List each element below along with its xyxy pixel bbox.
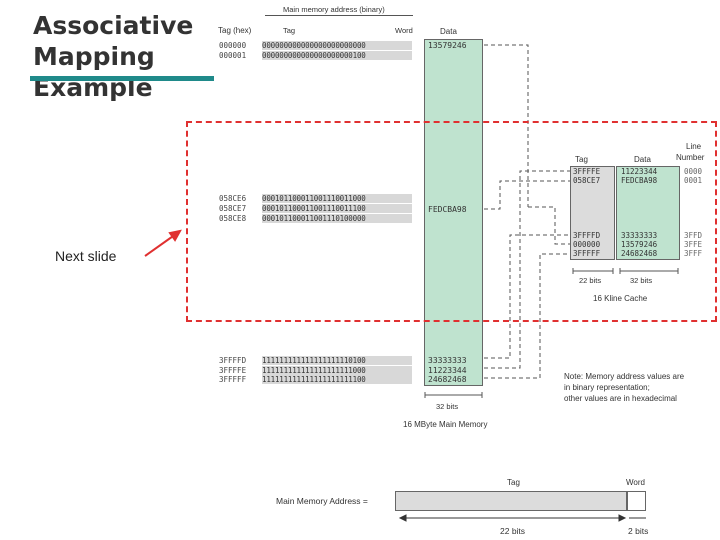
addr-format-word-field <box>627 491 646 511</box>
cache-data-header: Data <box>634 155 651 164</box>
data-header: Data <box>440 27 457 36</box>
addr-format-word-label: Word <box>626 478 645 487</box>
conn-line-5 <box>528 206 570 245</box>
note-line-3: other values are in hexadecimal <box>564 394 677 403</box>
cache-data-1: FEDCBA98 <box>621 176 658 185</box>
mem-data-0: 13579246 <box>428 41 467 50</box>
mem-data-5: 33333333 <box>428 356 467 365</box>
data-bits-bracket <box>619 268 679 274</box>
next-slide-label: Next slide <box>55 248 117 264</box>
cache-data-4: 24682468 <box>621 249 658 258</box>
tag-header: Tag <box>283 26 296 35</box>
addr-format-label: Main Memory Address = <box>276 496 368 506</box>
mem-bin-7: 111111111111111111111100 <box>262 375 412 384</box>
cache-tag-column <box>570 166 615 260</box>
cache-tag-1: 058CE7 <box>573 176 601 185</box>
word-header: Word <box>395 26 413 35</box>
cache-caption: 16 Kline Cache <box>593 294 648 303</box>
mem-width-label: 32 bits <box>436 402 459 411</box>
conn-line-1 <box>484 180 570 210</box>
cache-tag-header: Tag <box>575 155 588 164</box>
next-slide-arrow <box>144 233 177 257</box>
note-line-1: Note: Memory address values are <box>564 372 685 381</box>
cache-data-2: 33333333 <box>621 231 658 240</box>
mem-tag-1: 000001 <box>219 51 247 60</box>
mem-bin-0: 000000000000000000000000 <box>262 41 412 50</box>
title-line-2: Mapping <box>33 42 155 71</box>
cache-data-column <box>616 166 680 260</box>
cache-data-0: 11223344 <box>621 167 658 176</box>
cache-line-header: Line <box>686 142 702 151</box>
mem-bin-2: 000101100011001110011000 <box>262 194 412 203</box>
cache-number-header: Number <box>676 153 705 162</box>
cache-tag-bits: 22 bits <box>579 276 602 285</box>
addr-format-tag-field <box>395 491 627 511</box>
mem-tag-4: 058CE8 <box>219 214 247 223</box>
cache-line-3: 3FFE <box>684 240 703 249</box>
mem-tag-2: 058CE6 <box>219 194 247 203</box>
mem-tag-5: 3FFFFD <box>219 356 247 365</box>
cache-line-0: 0000 <box>684 167 703 176</box>
mem-tag-6: 3FFFFE <box>219 366 247 375</box>
cache-data-bits: 32 bits <box>630 276 653 285</box>
note-line-2: in binary representation; <box>564 383 650 392</box>
cache-tag-0: 3FFFFE <box>573 167 601 176</box>
cache-tag-3: 000000 <box>573 240 601 249</box>
addr-tag-bits: 22 bits <box>500 526 526 536</box>
addr-format-tag-label: Tag <box>507 478 520 487</box>
main-address-header: Main memory address (binary) <box>283 5 385 14</box>
mem-bin-6: 111111111111111111111000 <box>262 366 412 375</box>
mem-bin-5: 111111111111111111110100 <box>262 356 412 365</box>
cache-line-4: 3FFF <box>684 249 703 258</box>
main-memory-column <box>424 39 483 386</box>
highlight-box <box>186 121 717 322</box>
title-line-1: Associative <box>33 11 194 40</box>
cache-data-3: 13579246 <box>621 240 658 249</box>
mem-bits-bracket <box>424 392 483 398</box>
tag-hex-header: Tag (hex) <box>218 26 252 35</box>
cache-tag-4: 3FFFFF <box>573 249 601 258</box>
main-memory-caption: 16 MByte Main Memory <box>403 420 488 429</box>
mem-data-6: 11223344 <box>428 366 467 375</box>
addr-word-bits: 2 bits <box>628 526 649 536</box>
title-underline <box>30 76 214 81</box>
conn-line-3 <box>484 170 570 369</box>
mem-data-3: FEDCBA98 <box>428 205 467 214</box>
mem-tag-7: 3FFFFF <box>219 375 247 384</box>
mem-bin-4: 000101100011001110100000 <box>262 214 412 223</box>
cache-tag-2: 3FFFFD <box>573 231 601 240</box>
conn-line-4 <box>484 253 570 379</box>
mem-bin-3: 000101100011001110011100 <box>262 204 412 213</box>
mem-tag-0: 000000 <box>219 41 247 50</box>
conn-line-0 <box>484 44 529 207</box>
mem-tag-3: 058CE7 <box>219 204 247 213</box>
mem-bin-1: 000000000000000000000100 <box>262 51 412 60</box>
cache-line-2: 3FFD <box>684 231 703 240</box>
cache-line-1: 0001 <box>684 176 703 185</box>
conn-line-2 <box>484 234 570 359</box>
mem-data-7: 24682468 <box>428 375 467 384</box>
tag-bits-bracket <box>572 268 614 274</box>
address-bracket <box>265 15 413 16</box>
